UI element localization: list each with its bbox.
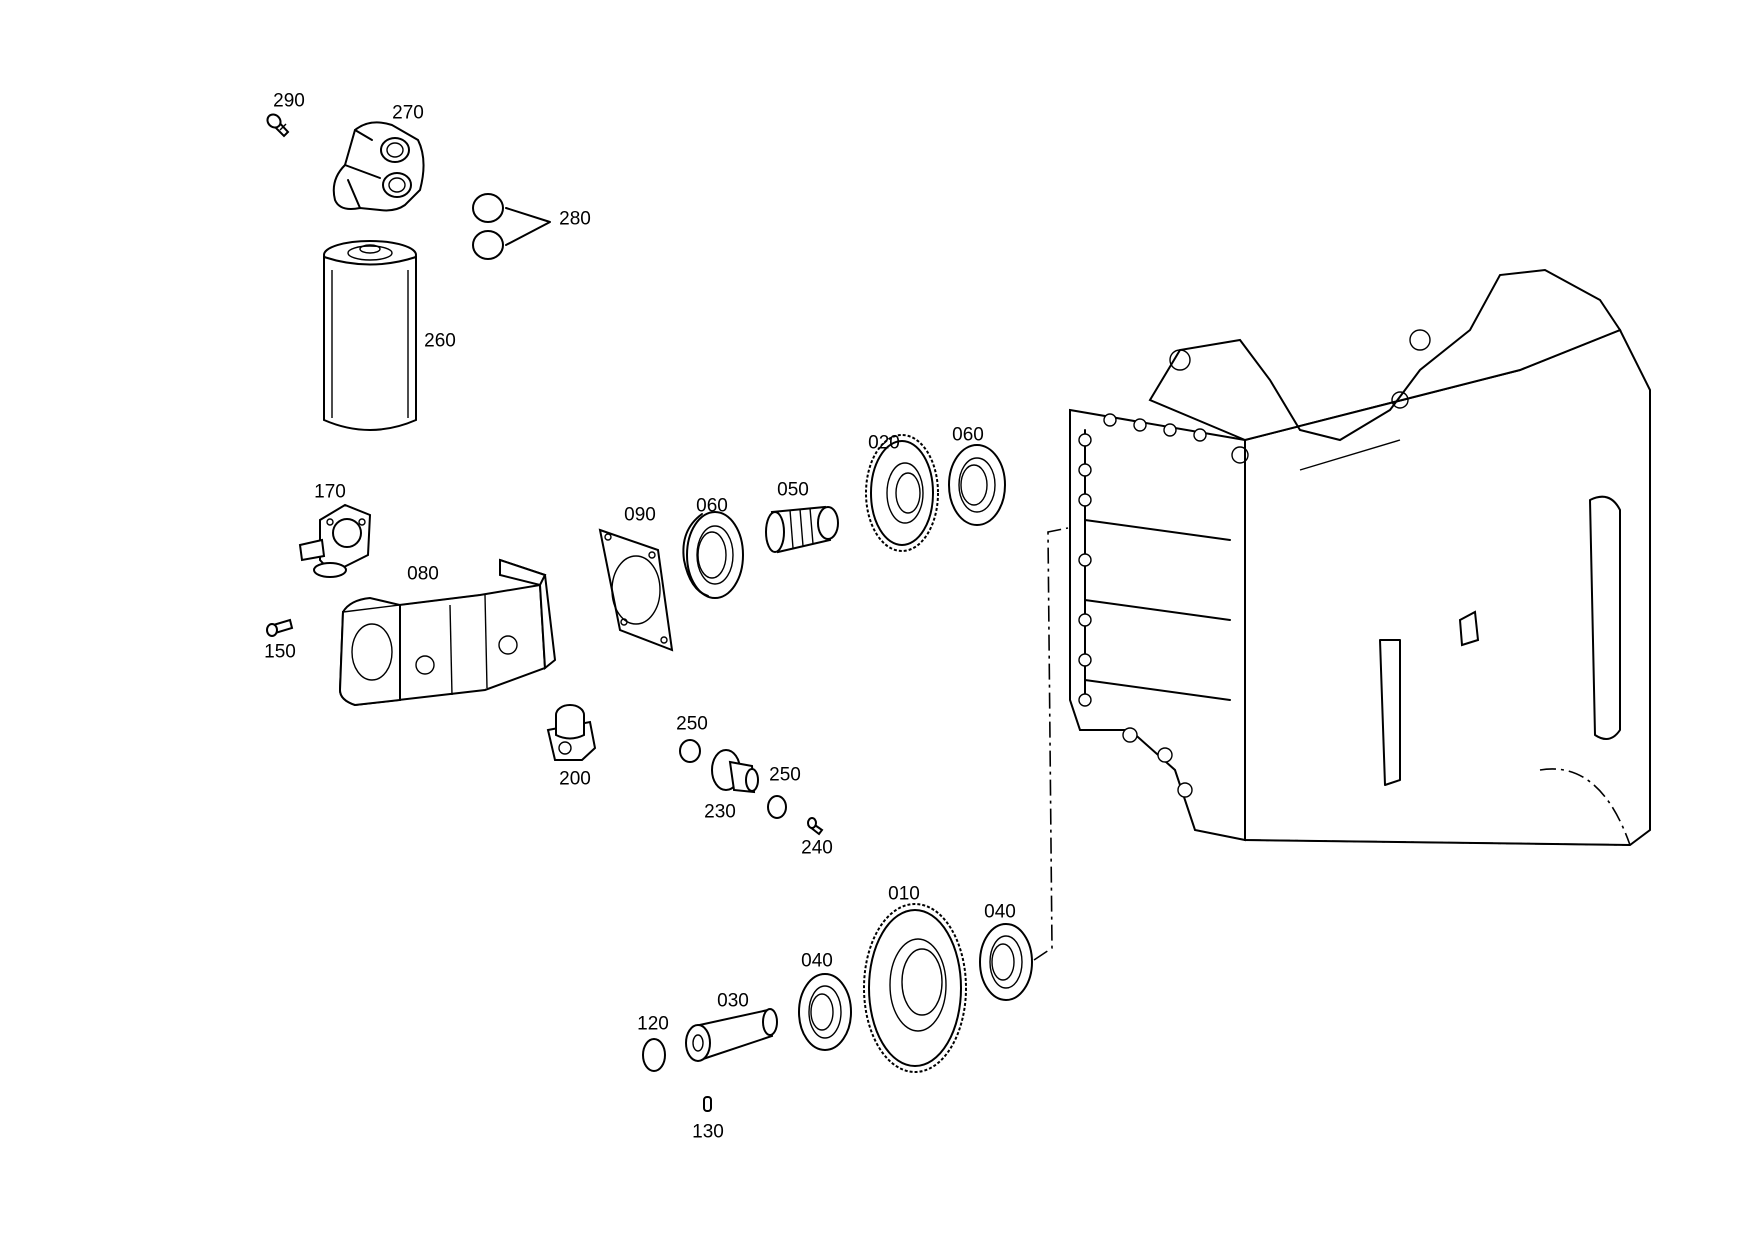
bearing-060a-drawing bbox=[682, 511, 744, 599]
part-number-060-left: 060 bbox=[696, 495, 728, 517]
part-number-130: 130 bbox=[692, 1121, 724, 1143]
bearing-060b-drawing bbox=[948, 444, 1006, 526]
part-number-150: 150 bbox=[264, 641, 296, 663]
gasket-090-drawing bbox=[598, 528, 674, 652]
gear-020-drawing bbox=[865, 434, 939, 552]
small-parts-230-drawing bbox=[679, 739, 824, 836]
part-number-200: 200 bbox=[559, 768, 591, 790]
part-number-120: 120 bbox=[637, 1013, 669, 1035]
orings-280-drawing bbox=[472, 193, 551, 260]
part-number-040-left: 040 bbox=[801, 950, 833, 972]
part-number-020: 020 bbox=[868, 432, 900, 454]
part-number-060-right: 060 bbox=[952, 424, 984, 446]
filter-cartridge-260-drawing bbox=[323, 240, 417, 431]
bolt-290-drawing bbox=[266, 113, 290, 138]
pump-080-drawing bbox=[338, 558, 557, 707]
assembly-leader-line bbox=[1033, 527, 1069, 961]
bearing-040a-drawing bbox=[798, 973, 852, 1051]
part-number-010: 010 bbox=[888, 883, 920, 905]
fitting-200-drawing bbox=[546, 704, 597, 761]
gear-010-drawing bbox=[863, 903, 967, 1073]
shaft-030-drawing bbox=[642, 1008, 778, 1112]
part-number-230: 230 bbox=[704, 801, 736, 823]
fitting-170-drawing bbox=[298, 503, 372, 578]
bolt-150-drawing bbox=[266, 618, 294, 637]
part-number-250-upper: 250 bbox=[676, 713, 708, 735]
part-number-280: 280 bbox=[559, 208, 591, 230]
part-number-050: 050 bbox=[777, 479, 809, 501]
part-number-270: 270 bbox=[392, 102, 424, 124]
part-number-250-lower: 250 bbox=[769, 764, 801, 786]
part-number-170: 170 bbox=[314, 481, 346, 503]
filter-head-270-drawing bbox=[332, 121, 425, 212]
part-number-090: 090 bbox=[624, 504, 656, 526]
housing-drawing bbox=[1069, 268, 1651, 847]
bearing-040b-drawing bbox=[979, 923, 1033, 1001]
part-number-080: 080 bbox=[407, 563, 439, 585]
part-number-240: 240 bbox=[801, 837, 833, 859]
part-number-040-right: 040 bbox=[984, 901, 1016, 923]
shaft-050-drawing bbox=[765, 505, 839, 554]
part-number-290: 290 bbox=[273, 90, 305, 112]
part-number-030: 030 bbox=[717, 990, 749, 1012]
part-number-260: 260 bbox=[424, 330, 456, 352]
